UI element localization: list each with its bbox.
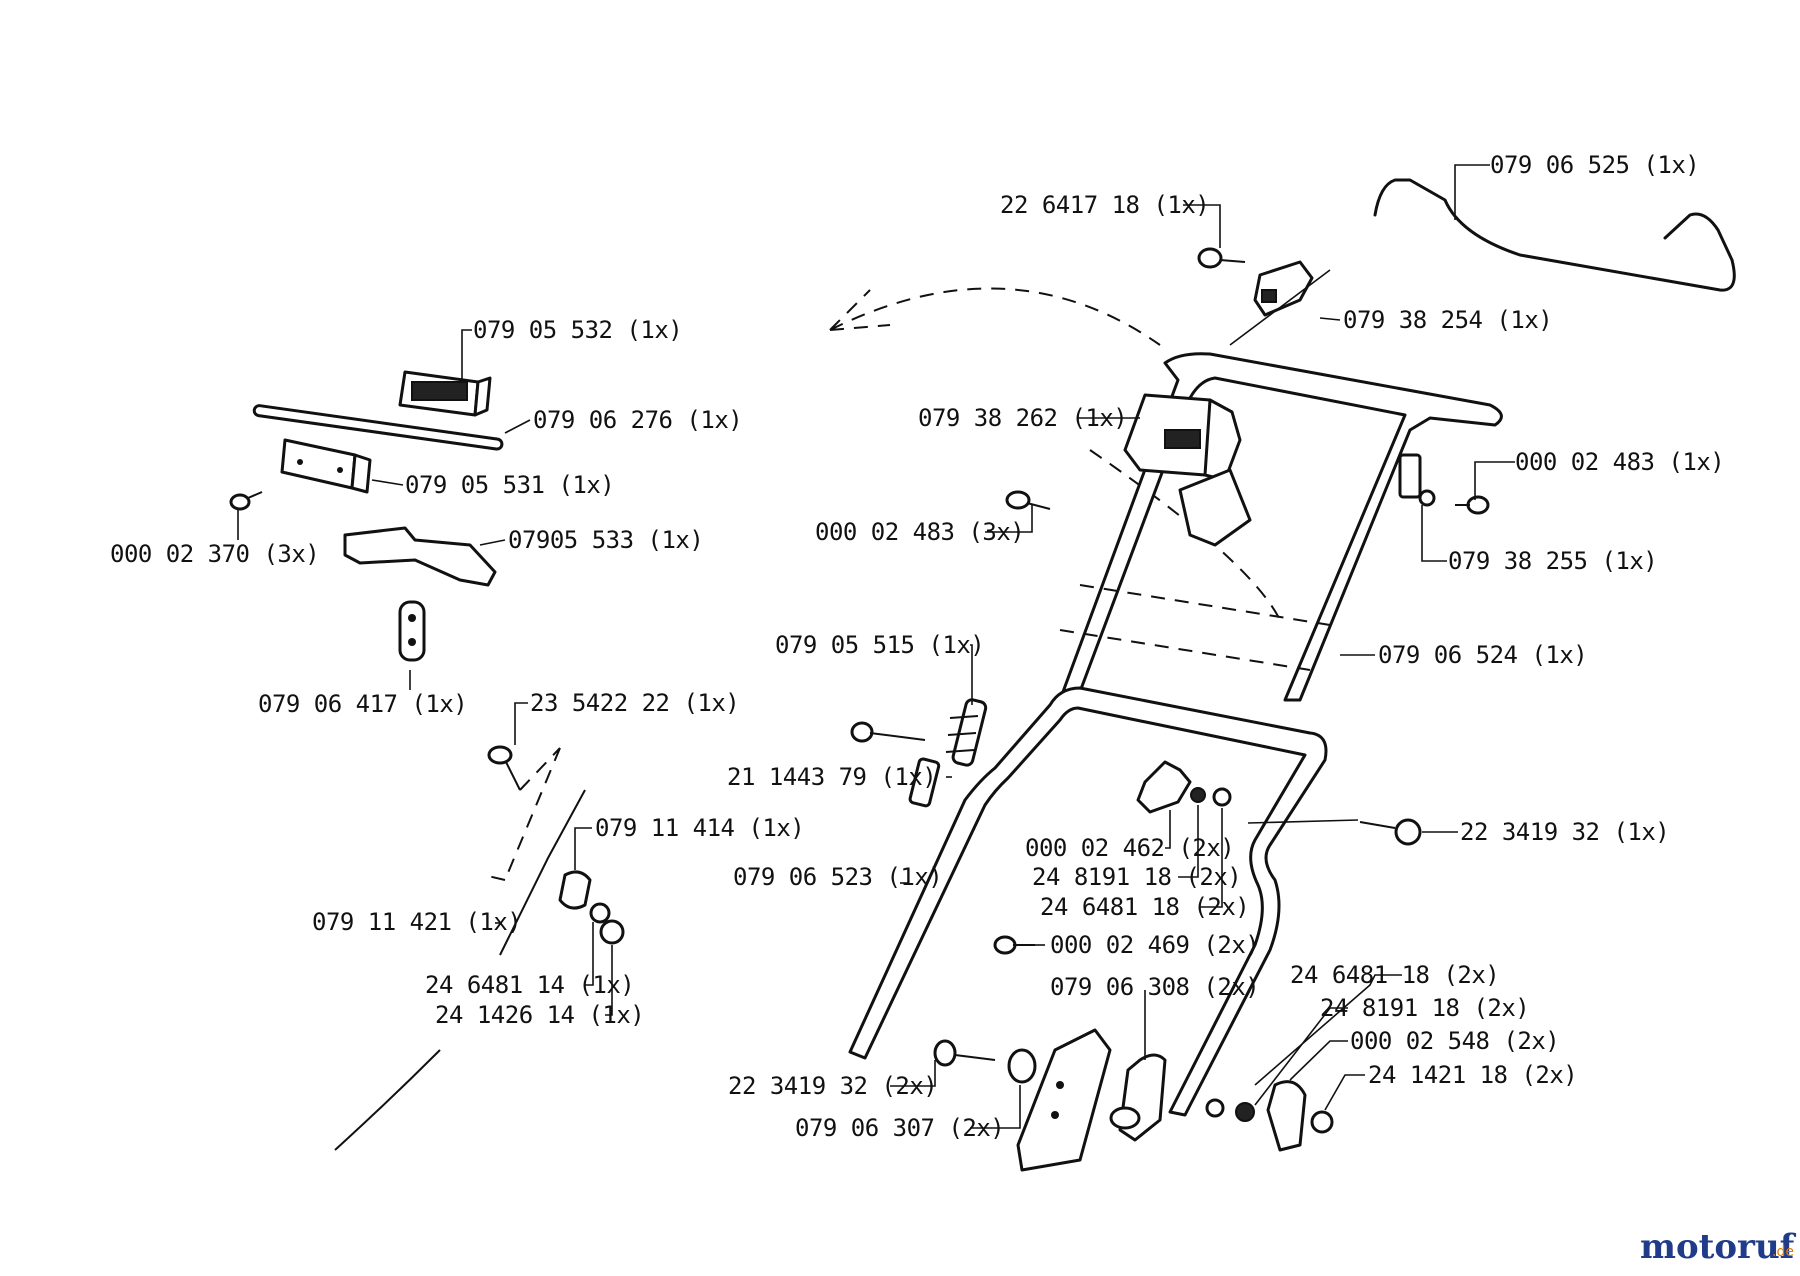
nut-part: [1310, 1110, 1334, 1134]
part-label: 23 5422 22 (1x): [530, 689, 739, 717]
washer-part: [1205, 1098, 1225, 1118]
cable-part: [334, 1049, 441, 1151]
part-label: 22 3419 32 (1x): [1460, 818, 1669, 846]
part-label: 22 6417 18 (1x): [1000, 191, 1209, 219]
cable-nipple-part: [558, 870, 592, 910]
bolt-part: [850, 721, 941, 808]
lever-holder-part: [280, 438, 372, 494]
part-label: 000 02 483 (1x): [1515, 448, 1724, 476]
part-label: 079 06 523 (1x): [733, 863, 942, 891]
part-label: 000 02 370 (3x): [110, 540, 319, 568]
screw-part: [229, 491, 263, 511]
lever-cover-part: [398, 370, 492, 417]
part-label: 079 06 417 (1x): [258, 690, 467, 718]
control-box-part: [1123, 393, 1252, 547]
bracket-outline: [487, 747, 561, 881]
part-label: 079 06 525 (1x): [1490, 151, 1699, 179]
lock-part: [1109, 1053, 1167, 1142]
part-label: 24 8191 18 (2x): [1320, 994, 1529, 1022]
cable-guide-bar-part: [1373, 178, 1736, 292]
part-label: 079 38 262 (1x): [918, 404, 1127, 432]
part-label: 07905 533 (1x): [508, 526, 703, 554]
cable-clamp-part: [1253, 260, 1314, 317]
cable-part: [499, 789, 586, 956]
cable-clip-part: [398, 600, 426, 662]
part-label: 079 06 524 (1x): [1378, 641, 1587, 669]
part-label: 079 06 308 (2x): [1050, 973, 1259, 1001]
part-label: 24 8191 18 (2x): [1032, 863, 1241, 891]
lower-handle-part: [848, 686, 1328, 1117]
part-label: 079 11 421 (1x): [312, 908, 521, 936]
lever-part: [343, 526, 497, 587]
bolt-part: [1247, 818, 1422, 846]
fold-arc-outline: [1089, 449, 1281, 621]
part-label: 22 3419 32 (2x): [728, 1072, 937, 1100]
screw-part: [1197, 247, 1246, 269]
knob-part: [1136, 760, 1232, 814]
part-label: 000 02 548 (2x): [1350, 1027, 1559, 1055]
washer-part: [1235, 1102, 1255, 1122]
part-label: 079 06 276 (1x): [533, 406, 742, 434]
nut-part: [599, 919, 625, 945]
part-label: 000 02 469 (2x): [1050, 931, 1259, 959]
part-label: 079 05 532 (1x): [473, 316, 682, 344]
part-label: 079 05 531 (1x): [405, 471, 614, 499]
fold-arrow-outline: [829, 287, 1161, 346]
screw-part: [1455, 495, 1490, 515]
watermark-logo: motoruf .de: [1640, 1227, 1797, 1267]
part-label: 079 11 414 (1x): [595, 814, 804, 842]
control-lever-assembly: [229, 370, 625, 1151]
leader-lines: [237, 164, 1515, 1129]
handle-link-part: [1398, 453, 1436, 507]
part-label: 000 02 462 (2x): [1025, 834, 1234, 862]
screw-part: [1005, 490, 1051, 510]
knob-part: [1266, 1080, 1307, 1152]
part-labels: 079 06 525 (1x) 22 6417 18 (1x) 079 38 2…: [110, 151, 1725, 1142]
screw-part: [993, 935, 1035, 955]
rod-part: [252, 404, 504, 451]
part-label: 24 6481 18 (2x): [1290, 961, 1499, 989]
height-bracket-part: [1016, 1028, 1112, 1172]
spring-part: [945, 698, 988, 767]
part-label: 24 6481 14 (1x): [425, 971, 634, 999]
part-label: 079 05 515 (1x): [775, 631, 984, 659]
watermark-suffix: .de: [1772, 1244, 1794, 1260]
part-label: 24 6481 18 (2x): [1040, 893, 1249, 921]
part-label: 24 1421 18 (2x): [1368, 1061, 1577, 1089]
part-label: 24 1426 14 (1x): [435, 1001, 644, 1029]
part-label: 079 38 254 (1x): [1343, 306, 1552, 334]
watermark-text: motoruf: [1640, 1227, 1797, 1267]
part-label: 079 38 255 (1x): [1448, 547, 1657, 575]
handle-assembly: [829, 178, 1736, 1172]
part-label: 000 02 483 (3x): [815, 518, 1024, 546]
screw-part: [487, 745, 521, 791]
cross-brace-outline: [1059, 584, 1331, 671]
part-label: 21 1443 79 (1x): [727, 763, 936, 791]
washer-part: [589, 902, 611, 924]
part-label: 079 06 307 (2x): [795, 1114, 1004, 1142]
bolt-part: [933, 1039, 1037, 1084]
